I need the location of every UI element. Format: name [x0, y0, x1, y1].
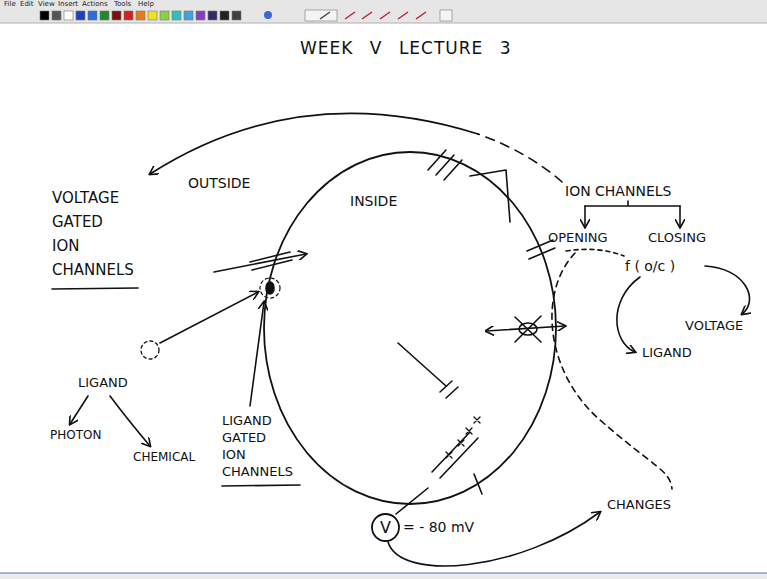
state-label: CLOSING [648, 230, 706, 246]
region-label: OUTSIDE [188, 175, 250, 192]
state-label: OPENING [548, 230, 608, 246]
ligand-kind: PHOTON [50, 428, 101, 442]
region-label: INSIDE [350, 193, 397, 209]
channel-type-label: LIGAND GATED ION CHANNELS [222, 412, 293, 480]
cell-membrane: INSIDE [262, 150, 558, 506]
potential-value: = - 80 mV [403, 519, 474, 536]
menu-item: File [4, 0, 16, 8]
channel-type-label: VOLTAGE GATED ION CHANNELS [52, 186, 134, 282]
menu-item: Tools [114, 0, 131, 8]
trigger-label: VOLTAGE [685, 318, 743, 334]
menu-item: Actions [82, 0, 108, 8]
trigger-label: LIGAND [642, 345, 692, 361]
function-label: f ( o/c ) [625, 258, 675, 275]
menu-item: Help [138, 0, 154, 8]
ligand-kind: CHEMICAL [133, 450, 195, 464]
menu-item: Insert [58, 0, 78, 8]
menu-item: View [38, 0, 55, 8]
page-title: WEEK V LECTURE 3 [300, 38, 512, 58]
cell-membrane-outline [262, 150, 558, 506]
voltmeter-circle: V [371, 513, 400, 542]
concept-label: ION CHANNELS [565, 183, 671, 200]
ligand-label: LIGAND [78, 375, 128, 391]
voltmeter-symbol: V [380, 518, 391, 537]
note-label: CHANGES [607, 497, 671, 513]
menu-item: Edit [20, 0, 34, 8]
